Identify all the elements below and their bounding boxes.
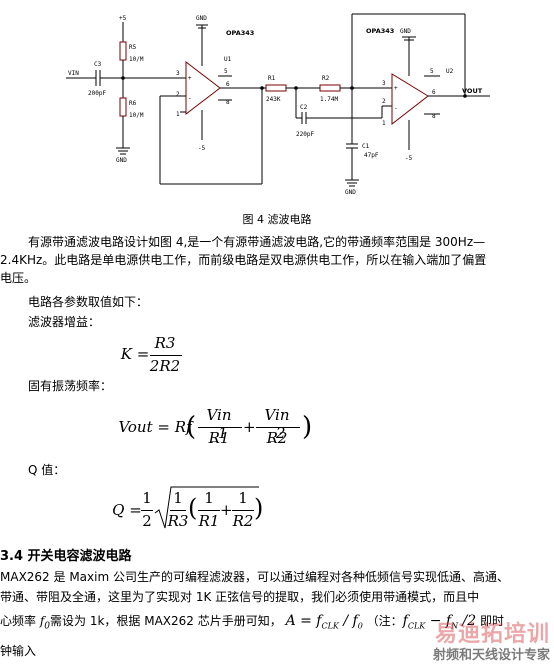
paragraph-line: 带通、带阻及全通，这里为了实现对 1K 正弦信号的提取，我们必须使用带通模式，而… xyxy=(0,590,480,604)
gnd-label-u2: GND xyxy=(400,28,411,35)
fraction-bar xyxy=(150,355,182,356)
plus-sign: + xyxy=(220,501,233,519)
r2-resistor xyxy=(319,84,341,92)
c3-label: C3 xyxy=(94,61,102,68)
paragraph-line: MAX262 是 Maxim 公司生产的可编程滤波器，可以通过编程对各种低频信号… xyxy=(0,570,509,584)
u1-pin3: 3 xyxy=(176,70,180,77)
r1-resistor xyxy=(265,84,287,92)
u2-pin2: 2 xyxy=(382,98,386,105)
eq-denominator: R3 xyxy=(167,512,189,530)
eq-numerator: Vin _2 xyxy=(264,406,290,442)
junction-dot xyxy=(463,94,467,98)
section-heading: 3.4 开关电容滤波电路 xyxy=(0,549,132,564)
u1-pin8: 8 xyxy=(226,99,230,106)
u1-label: U1 xyxy=(224,56,232,63)
u2-pin8: 8 xyxy=(432,113,436,120)
u2-pin1: 1 xyxy=(382,120,386,127)
r6-value: 10/M xyxy=(129,112,144,119)
u2-part-label: OPA343 xyxy=(366,27,394,35)
paragraph-line-with-math: 心频率 f0需设为 1k，根据 MAX262 芯片手册可知， A = fCLK … xyxy=(0,613,504,632)
plus-sign: + xyxy=(243,418,256,436)
watermark-tagline: 射频和天线设计专家 xyxy=(432,648,550,663)
gnd-label-u1: GND xyxy=(196,15,207,22)
r5-resistor xyxy=(119,41,127,61)
paragraph-line: 电路各参数取值如下： xyxy=(28,295,149,309)
u1-neg-supply: -5 xyxy=(198,145,206,152)
paragraph-line: 固有振荡频率： xyxy=(28,379,113,393)
u1-plus: + xyxy=(188,75,192,82)
fraction-bar xyxy=(198,510,220,511)
gnd-label-c1: GND xyxy=(345,189,356,196)
u2-neg-supply: -5 xyxy=(405,155,413,162)
u2-plus: + xyxy=(394,85,398,92)
u2-pin6: 6 xyxy=(432,89,436,96)
paragraph-line: 有源带通滤波电路设计如图 4,是一个有源带通滤波电路,它的带通频率范围是 300… xyxy=(28,235,486,249)
r1-value: 243K xyxy=(266,96,281,103)
paragraph-line: Q 值： xyxy=(28,463,66,477)
paragraph-line: 电压。 xyxy=(0,271,37,285)
eq-denominator: 2R2 xyxy=(149,357,181,375)
r5-value: 10/M xyxy=(129,56,144,63)
a-equation: A = f xyxy=(285,613,322,629)
vin-label: VIN xyxy=(68,70,79,77)
sqrt-sign xyxy=(154,486,259,529)
fraction-bar xyxy=(198,427,242,428)
figure-caption: 图 4 滤波电路 xyxy=(242,213,312,226)
eq-denominator: R2 xyxy=(266,429,288,447)
u1-pin2: 2 xyxy=(176,91,180,98)
u1-pin5: 5 xyxy=(224,68,228,75)
r6-label: R6 xyxy=(129,100,137,107)
paragraph-line: 2.4KHz。此电路是单电源供电工作，而前级电路是双电源供电工作，所以在输入端加… xyxy=(0,253,487,267)
c1-label: C1 xyxy=(362,143,370,150)
fraction-bar xyxy=(141,510,153,511)
eq-numerator: R3 xyxy=(154,334,176,352)
gnd-label-1: GND xyxy=(116,157,127,164)
fraction-bar xyxy=(256,427,300,428)
eq-numerator: 1 xyxy=(173,489,183,507)
fraction-bar xyxy=(232,510,254,511)
eq-numerator: 1 xyxy=(204,489,214,507)
r6-resistor xyxy=(119,97,127,117)
watermark-logo: 易迪拓培训 xyxy=(434,622,550,647)
eq-lhs: Q = xyxy=(112,501,142,519)
u2-pin5: 5 xyxy=(430,68,434,75)
paragraph-line: 滤波器增益： xyxy=(28,315,101,329)
c1-value: 47pF xyxy=(364,152,379,159)
eq-denominator: R2 xyxy=(232,512,254,530)
c3-value: 200pF xyxy=(88,90,106,97)
vout-label: VOUT xyxy=(462,87,483,95)
eq-denominator: R1 xyxy=(208,429,230,447)
fraction-bar xyxy=(170,510,186,511)
u2-label: U2 xyxy=(446,68,454,75)
u2-minus: - xyxy=(394,105,398,112)
u1-pin6: 6 xyxy=(226,81,230,88)
eq-lhs: K = xyxy=(120,345,150,363)
u1-minus: - xyxy=(188,95,192,102)
r1-label: R1 xyxy=(268,75,276,82)
eq-numerator: Vin _1 xyxy=(206,406,232,442)
eq-denominator: 2 xyxy=(142,512,152,530)
c2-value: 220pF xyxy=(296,131,314,138)
r2-label: R2 xyxy=(322,75,330,82)
u1-pin1: 1 xyxy=(176,111,180,118)
paragraph-line: 钟输入 xyxy=(0,644,37,658)
r5-supply-label: +5 xyxy=(119,15,127,22)
u2-pin3: 3 xyxy=(382,80,386,87)
u1-part-label: OPA343 xyxy=(226,29,254,37)
c2-label: C2 xyxy=(300,104,308,111)
eq-lhs: Vout = Rf xyxy=(118,418,192,436)
u1-opamp xyxy=(185,60,221,116)
circuit-schematic: VIN C3 200pF +5 R5 10/M R6 10/M GND GND … xyxy=(66,13,490,196)
r2-value: 1.74M xyxy=(320,96,338,103)
eq-numerator: 1 xyxy=(238,489,248,507)
r5-label: R5 xyxy=(129,44,137,51)
eq-numerator: 1 xyxy=(142,489,152,507)
eq-denominator: R1 xyxy=(198,512,220,530)
u2-opamp xyxy=(391,73,429,126)
